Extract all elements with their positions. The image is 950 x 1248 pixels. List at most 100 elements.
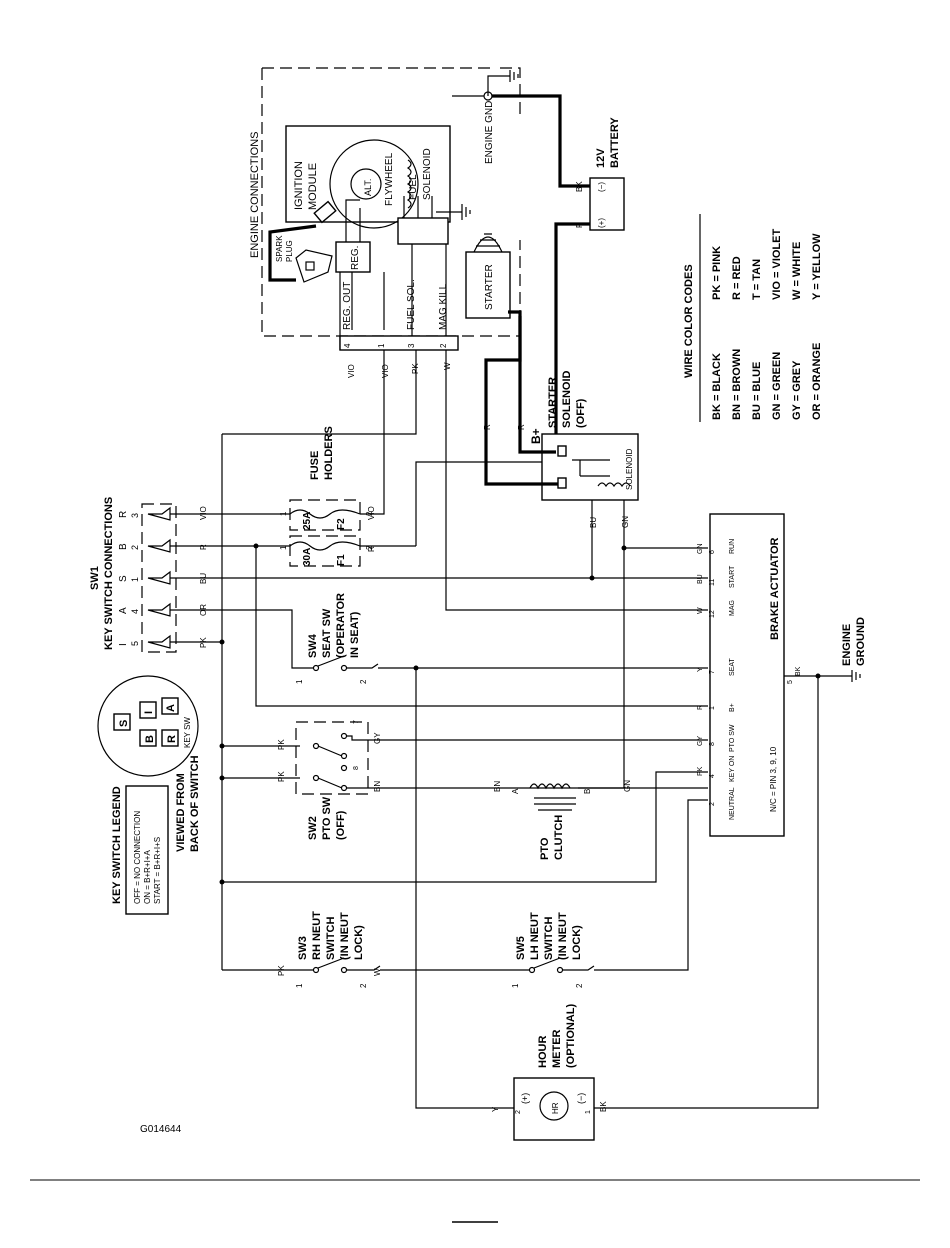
key-terminal-a-num: 4 (130, 609, 140, 614)
brake-pin-keyon-wire: PK (697, 766, 704, 776)
brake-pin-start-num: 11 (709, 579, 716, 586)
wire-code-2a: BN = BROWN (731, 349, 743, 420)
brake-pin-start-label: START (729, 565, 736, 588)
sw4-label-4: IN SEAT) (349, 611, 361, 658)
brake-pin-run: RUN 6 GN (697, 539, 736, 554)
sw2-label-2: PTO SW (321, 796, 333, 840)
hour-minus: (−) (576, 1093, 586, 1104)
alt-label: ALT. (363, 179, 373, 196)
flywheel-icon (329, 139, 419, 229)
key-switch-face: S I A B R KEY SW (97, 675, 199, 777)
wire-code-2b: R = RED (731, 256, 743, 300)
sw4-pin2: 2 (359, 679, 368, 684)
reg-out-label: REG. OUT (342, 282, 353, 330)
hour-meter: HR (+) (−) 2 1 BK HOUR METER (OPTIONAL) (513, 1004, 608, 1141)
sol-gn-label: GN (621, 516, 630, 528)
wire-code-4b: VIO = VIOLET (771, 229, 783, 300)
sw5-label-2: LH NEUT (529, 912, 541, 960)
clutch-a: A (511, 788, 520, 794)
brake-pin-neutral-num: 2 (709, 802, 716, 806)
hour-meter-label-2: METER (551, 1029, 563, 1068)
engine-pin-3: 3 (407, 343, 416, 348)
sw3-label-1: SW3 (297, 936, 309, 960)
brake-pin-run-num: 6 (709, 550, 716, 554)
key-terminal-b-wire: R (199, 544, 208, 550)
fuel-sol-label: FUEL SOL. (406, 279, 417, 330)
fuse-f2: F2 (336, 518, 347, 530)
viewed-from-1: VIEWED FROM (175, 773, 187, 852)
fuel-solenoid-label-1: FUEL (408, 174, 419, 200)
ignition-module-label-1: IGNITION (293, 161, 305, 210)
key-terminal-a-wire: OR (199, 604, 208, 616)
sw4-label-1: SW4 (307, 633, 319, 658)
regulator-box (335, 241, 371, 273)
reg-label: REG. (350, 246, 361, 270)
sw1-sub-label: KEY SWITCH CONNECTIONS (103, 497, 115, 650)
key-terminal-i-num: 5 (130, 641, 140, 646)
alternator-icon (350, 168, 382, 200)
brake-pin-mag-label: MAG (729, 600, 736, 616)
rh-neutral-switch-sw3: SW3 RH NEUT SWITCH (IN NEUT LOCK) PK 1 2… (277, 911, 500, 988)
sw3-label-4: (IN NEUT (339, 912, 351, 960)
sw2-pin8: 8 (353, 766, 360, 770)
lh-neutral-switch-sw5: SW5 LH NEUT SWITCH (IN NEUT LOCK) 1 2 (500, 799, 708, 988)
key-pos-a: A (165, 704, 177, 712)
fuse-f1-pin1: 1 (279, 545, 288, 550)
key-pos-s: S (118, 720, 130, 727)
engine-wire-w: W (443, 362, 452, 370)
brake-pin-keyon-num: 4 (709, 774, 716, 778)
brake-pin-seat-num: 7 (709, 670, 716, 674)
fuel-solenoid-label-2: SOLENOID (422, 148, 433, 200)
key-terminal-s-num: 1 (130, 577, 140, 582)
sw3-label-2: RH NEUT (311, 911, 323, 960)
clutch-b: B (583, 789, 592, 794)
brake-pin-bplus-num: 1 (709, 706, 716, 710)
sw5-pin2: 2 (575, 983, 584, 988)
starter-solenoid-box (541, 433, 639, 501)
pto-clutch-label-1: PTO (539, 837, 551, 860)
key-terminal-a-letter: A (118, 607, 129, 614)
sw5-label-3: SWITCH (543, 917, 555, 960)
sw2-pk-1: PK (277, 739, 286, 750)
legend-line-3: START = B+R+I+S (153, 837, 162, 904)
fuse-30a: 30A (302, 548, 313, 566)
brake-pin-bplus-wire: R (697, 705, 704, 710)
wire-code-4a: GN = GREEN (771, 352, 783, 420)
engine-ground-label-1: ENGINE (841, 624, 853, 666)
key-terminal-i-letter: I (118, 643, 129, 646)
fuse-f1: F1 (336, 554, 347, 566)
brake-pin-mag: MAG 12 W (697, 600, 736, 618)
engine-connections-label: ENGINE CONNECTIONS (249, 131, 261, 258)
engine-ground-label-2: GROUND (855, 617, 867, 666)
legend-title: KEY SWITCH LEGEND (111, 786, 123, 904)
sw2-label-1: SW2 (307, 816, 319, 840)
sw5-label-5: LOCK) (571, 925, 583, 960)
wire-code-5a: GY = GREY (791, 360, 803, 420)
starter-label: STARTER (484, 264, 495, 310)
engine-pin-2: 2 (439, 343, 448, 348)
sol-r-label-2: R (517, 424, 526, 430)
fuse-vio-label: VIO (367, 506, 376, 520)
key-terminal-r: R 3 VIO (118, 506, 220, 521)
legend-line-2: ON = B+R+I+A (143, 850, 152, 904)
ignition-module-box (285, 125, 451, 223)
brake-pin-pto: PTO SW 8 GY (697, 724, 736, 752)
spark-plug-icon (313, 200, 337, 224)
sw2-label-3: (OFF) (335, 810, 347, 840)
brake-pin-bplus-label: B+ (729, 703, 736, 712)
brake-pin-seat-wire: Y (697, 667, 704, 672)
key-switch-legend: KEY SWITCH LEGEND OFF = NO CONNECTION ON… (111, 755, 201, 915)
engine-connector (339, 335, 459, 351)
brake-pin-ground: 5 BK (787, 666, 802, 684)
legend-line-1: OFF = NO CONNECTION (133, 811, 142, 904)
sw2-pin7: 7 (353, 720, 360, 724)
spark-plug-label-1: SPARK (275, 235, 284, 262)
battery-box (589, 177, 625, 231)
wire-code-6a: OR = ORANGE (811, 343, 823, 420)
key-terminal-s-wire: BU (199, 573, 208, 584)
sw5-label-4: (IN NEUT (557, 912, 569, 960)
wire-code-6b: Y = YELLOW (811, 233, 823, 300)
sw3-label-3: SWITCH (325, 917, 337, 960)
starter-solenoid-label-2: SOLENOID (561, 370, 573, 428)
hour-meter-label-3: (OPTIONAL) (565, 1004, 577, 1068)
